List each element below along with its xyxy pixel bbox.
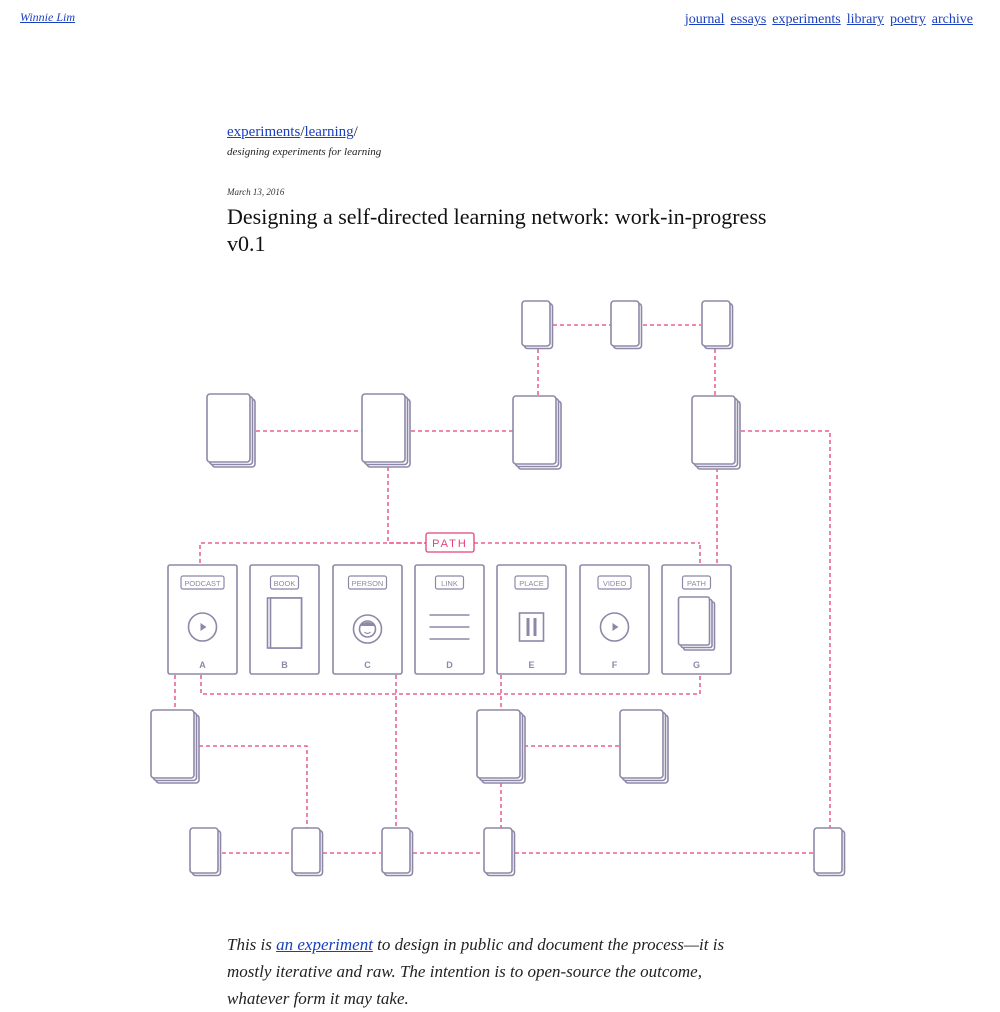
stacked-card (206, 393, 251, 463)
diagram-connectors (174, 324, 831, 854)
person-icon (352, 614, 383, 644)
book-icon (266, 597, 303, 649)
intro-text-start: This is (227, 935, 277, 954)
card-type-badge (269, 575, 300, 590)
card-stack (381, 827, 414, 877)
card-type-badge (681, 575, 712, 590)
play-icon (599, 612, 630, 642)
content-card-place: PLACE E (496, 564, 567, 675)
stacked-card (381, 827, 411, 874)
nav-journal[interactable]: journal (684, 12, 725, 27)
card-stack (361, 393, 411, 468)
content-card-path: PATH G (661, 564, 732, 675)
card-stack (610, 300, 643, 350)
card-stack (701, 300, 734, 350)
content-card-frame (496, 564, 567, 675)
stacked-card (701, 300, 731, 347)
breadcrumb-separator: / (300, 124, 305, 140)
card-type-badge (347, 575, 388, 590)
card-type-label: PODCAST (184, 579, 221, 588)
card-stack (483, 827, 516, 877)
card-type-label: BOOK (274, 579, 296, 588)
stacked-card (521, 300, 551, 347)
card-letter: C (364, 660, 371, 670)
card-letter: G (693, 660, 700, 670)
path-label-text: PATH (432, 538, 468, 550)
lines-icon (429, 614, 470, 640)
nav-experiments[interactable]: experiments (772, 12, 841, 27)
connector-line (741, 430, 831, 853)
top-nav: journal essays experiments library poetr… (685, 12, 973, 28)
stacked-card (291, 827, 321, 874)
stacked-card (189, 827, 219, 874)
connector-line (200, 675, 701, 695)
stacked-card (483, 827, 513, 874)
stacked-card (361, 393, 406, 463)
stacked-card (150, 709, 195, 779)
experiment-link[interactable]: an experiment (276, 935, 373, 954)
content-card-link: LINK D (414, 564, 485, 675)
card-letter: B (281, 660, 288, 670)
stacked-card (610, 300, 640, 347)
section-tagline: designing experiments for learning (227, 146, 382, 158)
nav-library[interactable]: library (846, 12, 885, 27)
breadcrumb-experiments[interactable]: experiments (227, 124, 301, 140)
play-icon (187, 612, 218, 642)
card-stack (189, 827, 222, 877)
content-card-frame (579, 564, 650, 675)
card-type-badge (180, 575, 225, 590)
content-card-frame (332, 564, 403, 675)
nav-poetry[interactable]: poetry (890, 12, 926, 27)
breadcrumb: experiments/learning/ (227, 124, 358, 141)
content-card-video: VIDEO F (579, 564, 650, 675)
path-label: PATH (425, 532, 475, 553)
pause-icon (518, 612, 545, 642)
card-letter: D (446, 660, 453, 670)
card-letter: E (528, 660, 534, 670)
stacked-card (691, 395, 736, 465)
connector-line (199, 542, 426, 563)
learning-network-diagram: PATH PODCAST A BOOK B PERSON C LINK D PLACE E VIDE… (150, 300, 846, 877)
content-type-cards: PODCAST A BOOK B PERSON C LINK D PLACE E VIDEO F PAT… (167, 564, 732, 675)
connector-line (199, 745, 308, 828)
card-stack (813, 827, 846, 877)
stacked-card (512, 395, 557, 465)
connector-line (387, 467, 426, 544)
card-stack (691, 395, 741, 470)
card-type-label: PERSON (352, 579, 384, 588)
post-date: March 13, 2016 (227, 187, 285, 197)
content-card-person: PERSON C (332, 564, 403, 675)
card-stack (476, 709, 526, 784)
diagram-card-stacks (150, 300, 846, 877)
content-card-podcast: PODCAST A (167, 564, 238, 675)
site-name-link[interactable]: Winnie Lim (20, 10, 76, 24)
content-card-frame (167, 564, 238, 675)
nav-essays[interactable]: essays (730, 12, 767, 27)
card-stack (291, 827, 324, 877)
breadcrumb-separator: / (353, 124, 358, 140)
card-letter: A (199, 660, 206, 670)
card-type-label: PATH (687, 579, 706, 588)
card-stack (521, 300, 554, 350)
card-type-label: LINK (441, 579, 458, 588)
breadcrumb-learning[interactable]: learning (304, 124, 354, 140)
card-stack (206, 393, 256, 468)
stack-icon (677, 596, 716, 651)
content-card-frame (414, 564, 485, 675)
post-title: Designing a self-directed learning netwo… (227, 204, 767, 256)
content-card-book: BOOK B (249, 564, 320, 675)
stacked-card (619, 709, 664, 779)
card-type-badge (434, 575, 465, 590)
stacked-card (476, 709, 521, 779)
card-stack (512, 395, 562, 470)
card-type-badge (597, 575, 632, 590)
card-stack (150, 709, 200, 784)
nav-archive[interactable]: archive (931, 12, 973, 27)
card-stack (619, 709, 669, 784)
card-type-badge (514, 575, 549, 590)
card-type-label: PLACE (519, 579, 544, 588)
card-type-label: VIDEO (603, 579, 627, 588)
stacked-card (813, 827, 843, 874)
card-letter: F (612, 660, 618, 670)
